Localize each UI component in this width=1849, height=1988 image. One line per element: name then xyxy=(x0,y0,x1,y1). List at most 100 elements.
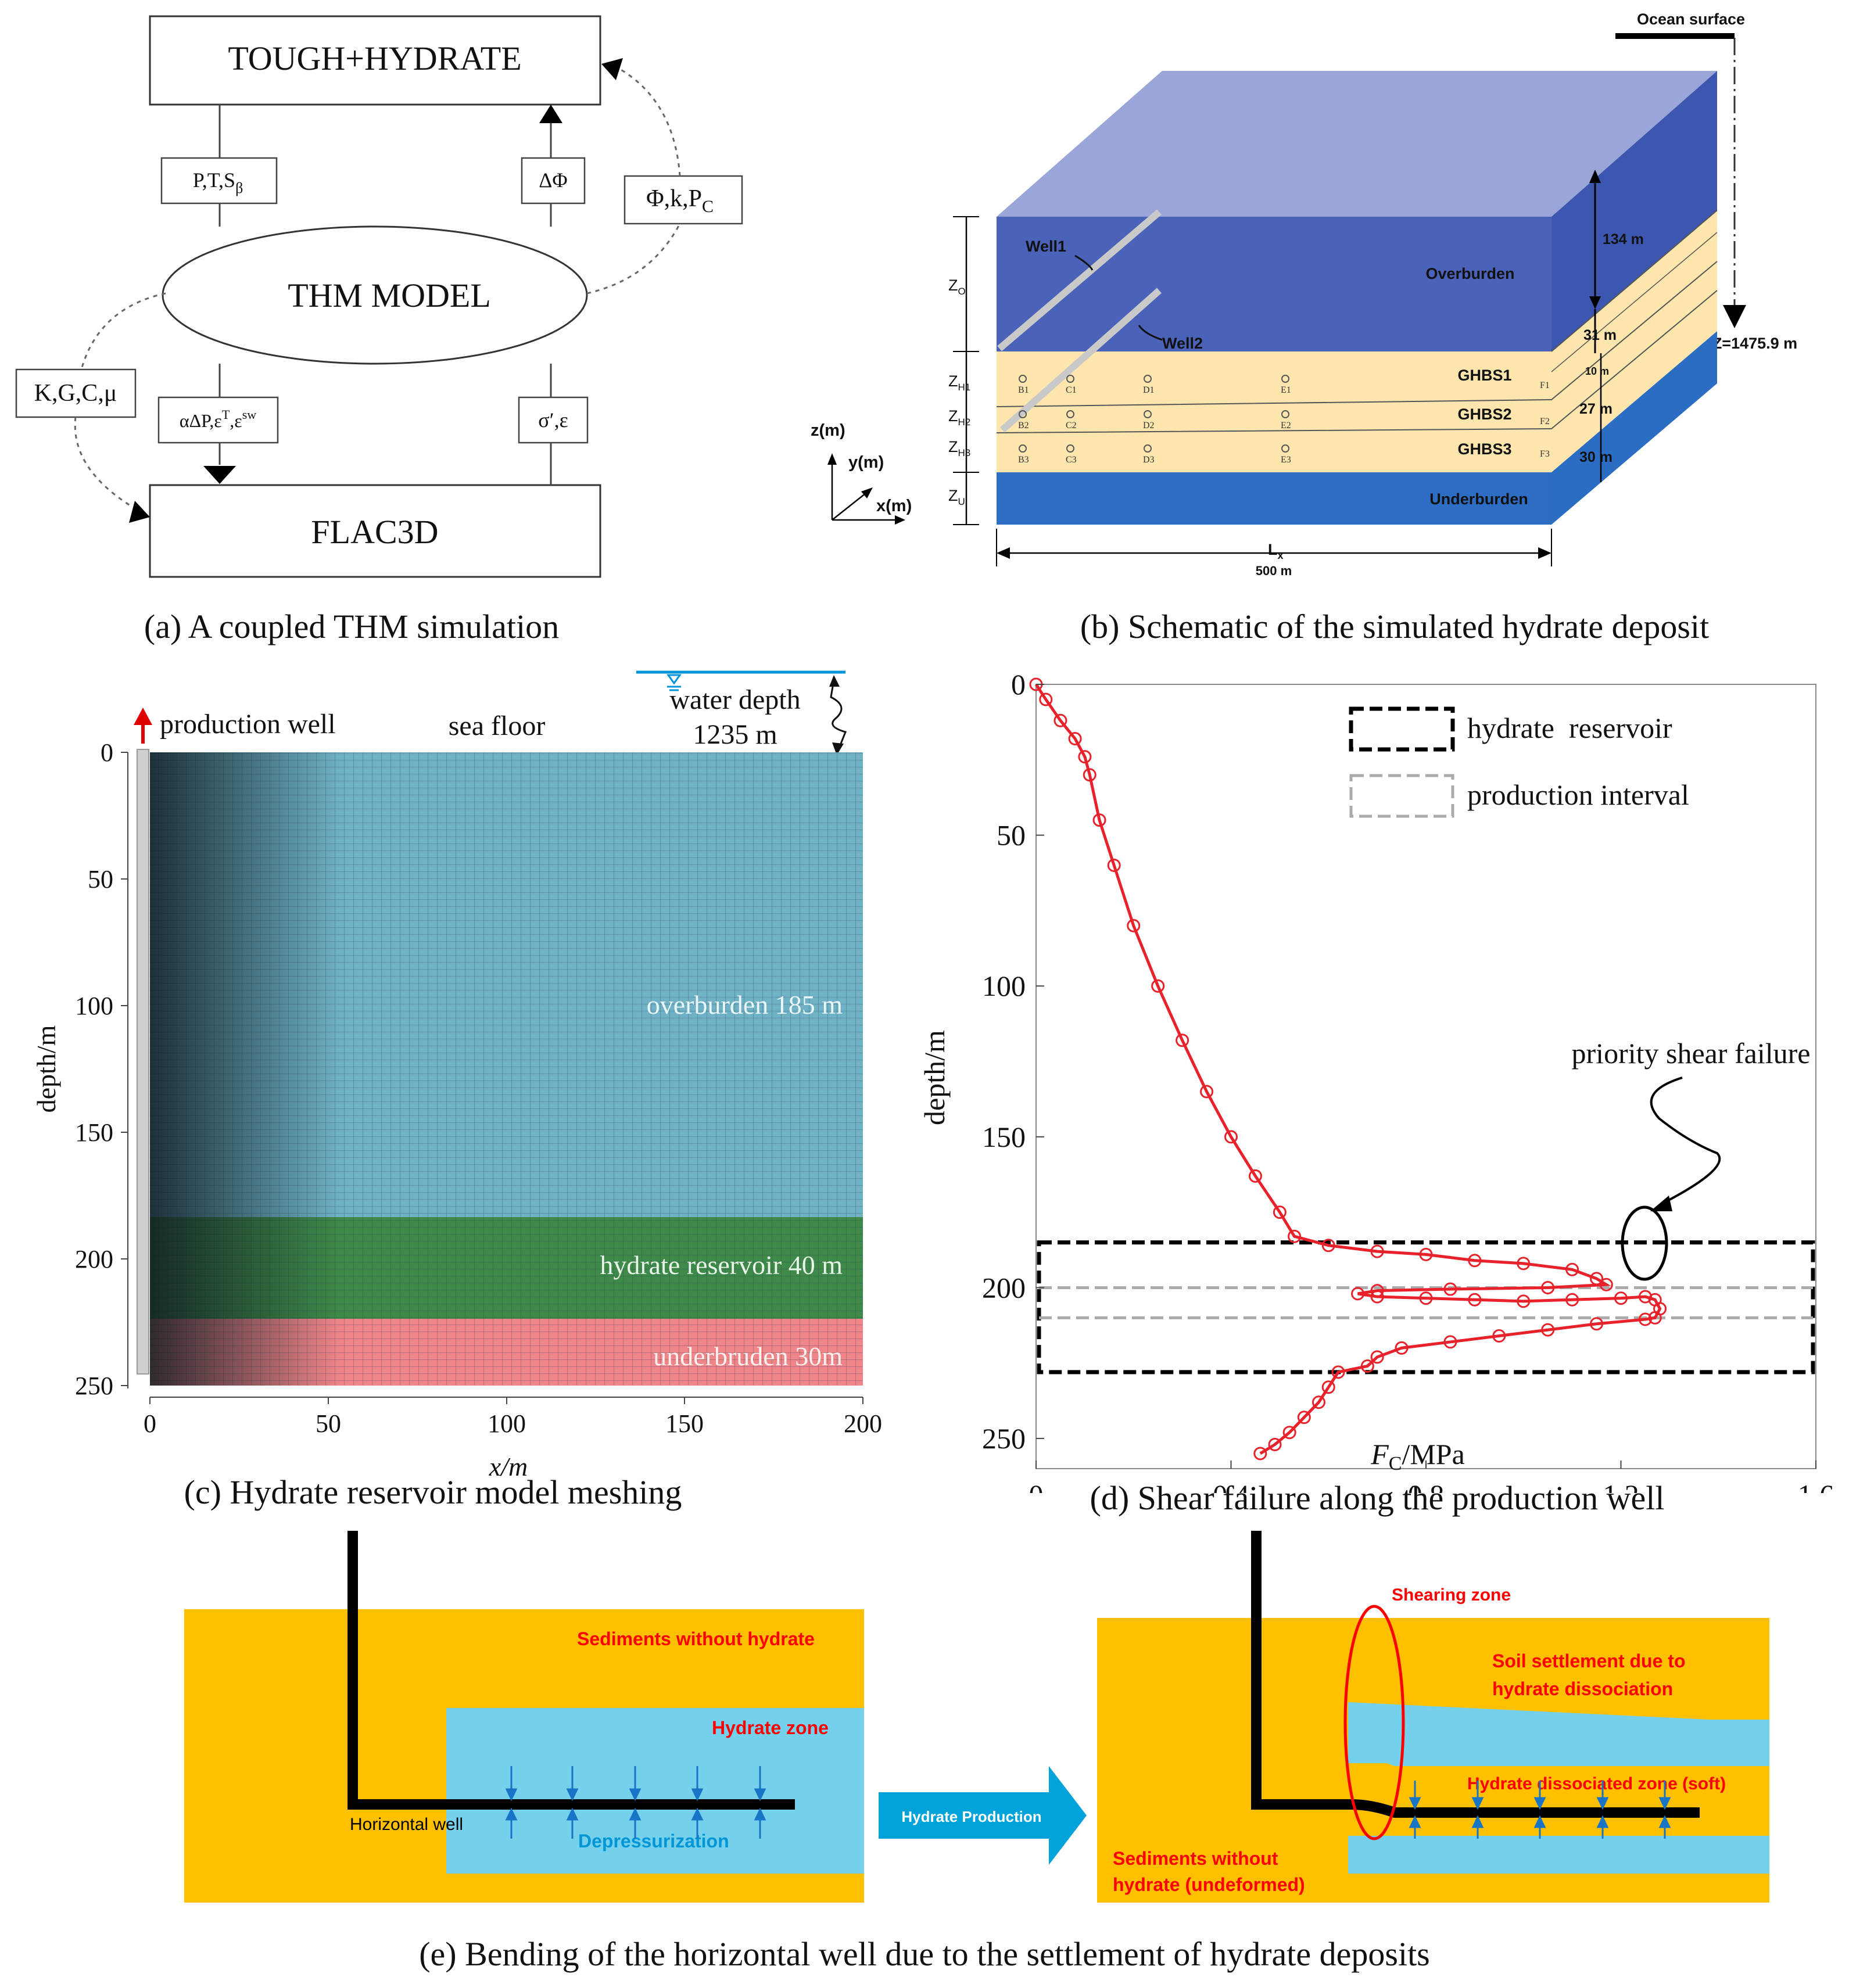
water-depth-label: water depth xyxy=(669,684,800,715)
series-point xyxy=(1517,1257,1531,1271)
shearing-zone-ellipse xyxy=(1343,1605,1405,1840)
water-depth-arrowhead-top xyxy=(829,675,840,687)
c-y-ticks: 0 50 100 150 200 250 xyxy=(75,738,128,1400)
sea-floor-label: sea floor xyxy=(449,710,546,741)
hydrate-reservoir-region xyxy=(1037,1240,1815,1375)
svg-text:D1: D1 xyxy=(1143,385,1155,395)
series-point xyxy=(1068,731,1082,745)
left-hydrate-zone-label: Hydrate zone xyxy=(712,1717,829,1738)
svg-text:50: 50 xyxy=(316,1409,341,1438)
boundary-ghbs1-2 xyxy=(996,261,1718,407)
series-point xyxy=(1443,1335,1457,1349)
front-overburden xyxy=(997,217,1551,351)
series-point xyxy=(1419,1247,1433,1261)
dim-10-label: 10 m xyxy=(1585,365,1609,377)
series-point xyxy=(1468,1254,1482,1268)
svg-text:E1: E1 xyxy=(1281,385,1291,395)
c-xlabel: x/m xyxy=(489,1452,528,1481)
series-point xyxy=(1107,859,1121,873)
axes-gizmo: z(m) y(m) x(m) xyxy=(811,421,912,525)
series-point xyxy=(1395,1341,1409,1355)
caption-b: (b) Schematic of the simulated hydrate d… xyxy=(1080,608,1710,645)
kgcmu-label: K,G,C,μ xyxy=(34,380,117,407)
ghbs1-label: GHBS1 xyxy=(1457,367,1511,384)
series-point xyxy=(1297,1411,1311,1424)
x-tick-label: 0.8 xyxy=(1408,1479,1445,1493)
axis-z-label: z(m) xyxy=(811,421,845,440)
lx-right-arrow xyxy=(1538,547,1551,559)
legend-swatch-interval xyxy=(1349,774,1454,818)
series-point xyxy=(1419,1291,1433,1305)
x-tick-label: 1.6 xyxy=(1798,1479,1834,1493)
series-point xyxy=(1282,1426,1296,1440)
x-tick-label: 0 xyxy=(1029,1479,1044,1493)
flac3d-box xyxy=(149,484,601,578)
thm-model-label: THM MODEL xyxy=(288,277,491,314)
series-point xyxy=(1321,1239,1335,1253)
panel-b-block-diagram: Ocean surface Z=1475.9 m Well1 Well2 Ove… xyxy=(811,10,1797,578)
svg-text:100: 100 xyxy=(488,1409,526,1438)
priority-shear-label: priority shear failure xyxy=(1572,1037,1811,1070)
d-ylabel: depth/m xyxy=(918,1030,951,1125)
axis-y-label: y(m) xyxy=(848,453,884,472)
series-point xyxy=(1151,979,1165,993)
sigma-box xyxy=(518,396,589,444)
front-underburden xyxy=(997,472,1551,525)
svg-text:D3: D3 xyxy=(1143,455,1155,465)
priority-shear-arrowhead xyxy=(1650,1196,1672,1211)
series-point xyxy=(1311,1395,1325,1409)
panel-c-mesh: water depth 1235 m production well sea f… xyxy=(31,670,882,1481)
tough-hydrate-label: TOUGH+HYDRATE xyxy=(228,40,521,77)
legend-swatch-reservoir xyxy=(1349,706,1455,752)
series-point xyxy=(1360,1359,1374,1373)
depressurization-label: Depressurization xyxy=(578,1831,729,1851)
svg-text:C3: C3 xyxy=(1066,455,1077,465)
series-point xyxy=(1200,1085,1214,1099)
svg-text:F1: F1 xyxy=(1540,381,1550,390)
sediments-undeformed-label-2: hydrate (undeformed) xyxy=(1113,1874,1305,1895)
y-tick-label: 100 xyxy=(982,970,1026,1002)
series-point xyxy=(1092,813,1106,827)
y-tick-label: 200 xyxy=(982,1271,1026,1304)
series-point xyxy=(1599,1278,1613,1291)
series-point xyxy=(1370,1350,1384,1364)
series-point xyxy=(1273,1205,1287,1219)
water-depth-arrow xyxy=(830,679,847,747)
d-xlabel: FC/MPa xyxy=(1370,1438,1465,1474)
z-value: Z=1475.9 m xyxy=(1712,335,1797,352)
dim-30-label: 30 m xyxy=(1579,449,1612,465)
series-point xyxy=(1541,1323,1555,1337)
caption-e: (e) Bending of the horizontal well due t… xyxy=(419,1935,1430,1973)
series-point xyxy=(1253,1447,1267,1461)
feedback-arc-right xyxy=(586,66,681,295)
y-tick-label: 150 xyxy=(982,1121,1026,1153)
production-arrow-label: Hydrate Production xyxy=(901,1808,1041,1825)
observation-points-row2: B2 C2 D2 E2 F2 xyxy=(1018,410,1550,430)
well2-label: Well2 xyxy=(1162,335,1203,352)
svg-text:C2: C2 xyxy=(1066,421,1077,430)
block-top-face xyxy=(997,71,1717,217)
soil-settlement-label-1: Soil settlement due to xyxy=(1492,1650,1685,1671)
arrow-into-flac xyxy=(129,501,150,523)
priority-shear-pointer xyxy=(1650,1076,1721,1205)
caption-d: (d) Shear failure along the production w… xyxy=(1090,1479,1665,1517)
kgcmu-box xyxy=(15,368,137,418)
svg-text:E2: E2 xyxy=(1281,421,1291,430)
reservoir-region-label: hydrate reservoir 40 m xyxy=(600,1250,843,1280)
svg-text:E3: E3 xyxy=(1281,455,1291,465)
lx-left-arrow xyxy=(997,547,1010,559)
zh2-label: ZH2 xyxy=(948,407,970,428)
lx-value: 500 m xyxy=(1256,564,1292,578)
dim-27-label: 27 m xyxy=(1579,401,1612,417)
series-point xyxy=(1054,713,1067,727)
series-point xyxy=(1492,1329,1506,1343)
dim-134-bottom-arrow xyxy=(1589,296,1601,309)
underburden-label: Underburden xyxy=(1429,490,1528,508)
caption-c: (c) Hydrate reservoir model meshing xyxy=(184,1473,682,1511)
dissociated-zone-label: Hydrate dissociated zone (soft) xyxy=(1467,1774,1726,1793)
right-hydrate-upper-shape xyxy=(1348,1702,1769,1766)
sigma-label: σ′,ε xyxy=(538,408,568,432)
dphi-label: ΔΦ xyxy=(539,168,567,192)
